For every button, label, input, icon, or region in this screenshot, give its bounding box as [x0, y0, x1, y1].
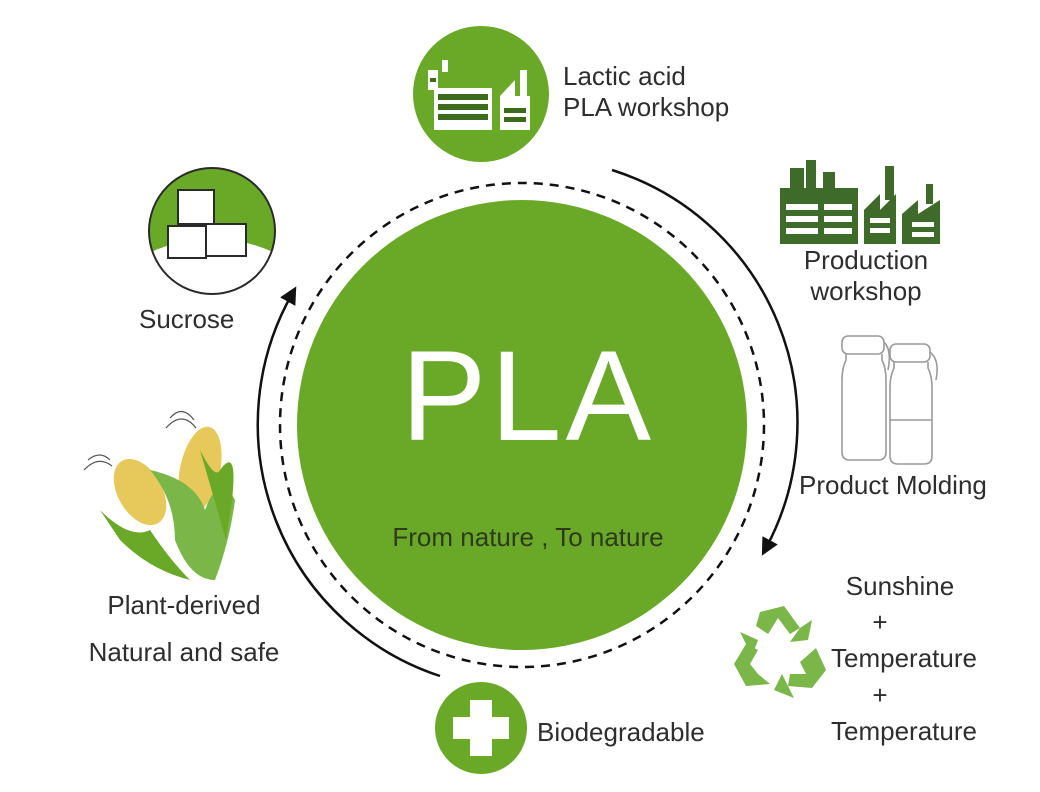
production-label-line2: workshop — [810, 276, 922, 306]
plus-label-1: + — [872, 607, 888, 637]
pla-center-circle — [297, 200, 747, 650]
cross-icon — [453, 700, 509, 756]
biodegradable-label: Biodegradable — [537, 717, 705, 747]
corn-icon — [83, 410, 235, 580]
cycle-arrow-right — [611, 168, 799, 556]
temperature-label-2: Temperature — [831, 716, 977, 746]
biodegradable-node — [435, 682, 527, 774]
lactic-acid-label-line2: PLA workshop — [563, 92, 730, 122]
pla-title: PLA — [401, 325, 655, 468]
cycle-arrow-left — [256, 286, 441, 678]
production-factory-icon — [780, 160, 940, 244]
sucrose-label: Sucrose — [139, 304, 235, 334]
sucrose-node — [148, 167, 276, 300]
plant-label-line2: Natural and safe — [88, 637, 280, 667]
lactic-acid-label-line1: Lactic acid — [563, 61, 686, 91]
sugar-cubes-icon — [167, 189, 247, 259]
plant-label-line1: Plant-derived — [107, 590, 261, 620]
pla-subtitle: From nature , To nature — [392, 522, 663, 552]
production-label-line1: Production — [803, 245, 929, 275]
dashed-ring — [278, 181, 766, 669]
molding-label: Product Molding — [799, 470, 987, 500]
lactic-acid-node — [413, 26, 549, 162]
plus-label-2: + — [872, 680, 888, 710]
temperature-label-1: Temperature — [831, 643, 977, 673]
recycle-icon — [734, 606, 826, 698]
bottles-icon — [841, 335, 938, 465]
sunshine-label: Sunshine — [845, 571, 955, 601]
